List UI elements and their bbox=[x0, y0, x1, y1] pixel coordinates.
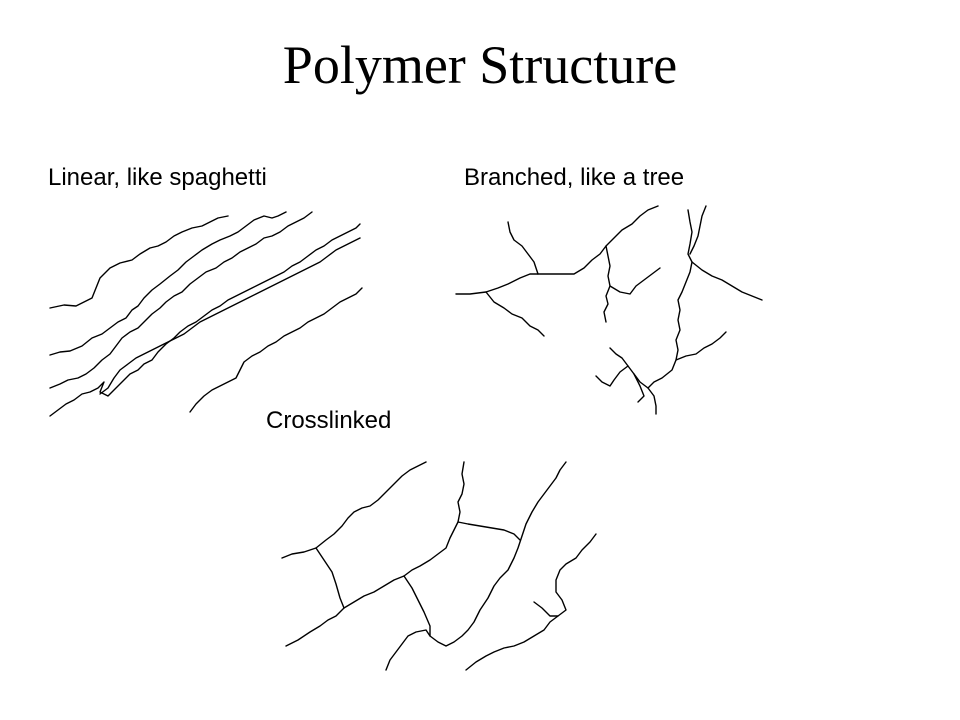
branch-c bbox=[603, 245, 611, 323]
crosslinked-polymer-diagram bbox=[281, 461, 597, 671]
branch-i bbox=[609, 347, 649, 389]
linear-chain-6 bbox=[189, 287, 363, 413]
branch-g bbox=[691, 261, 763, 301]
linear-chain-5 bbox=[99, 237, 361, 395]
crosslinked-label: Crosslinked bbox=[266, 407, 392, 434]
branch-f bbox=[689, 205, 707, 255]
branch-k bbox=[633, 373, 645, 403]
cross-chain-4 bbox=[457, 521, 521, 541]
linear-chain-1 bbox=[49, 215, 229, 309]
branched-label: Branched, like a tree bbox=[464, 164, 685, 191]
cross-chain-2 bbox=[285, 461, 465, 647]
linear-chain-4 bbox=[49, 223, 361, 417]
linear-label: Linear, like spaghetti bbox=[48, 164, 267, 191]
branch-a bbox=[485, 291, 545, 337]
linear-chain-2 bbox=[49, 211, 287, 356]
branch-b bbox=[507, 221, 539, 275]
branch-d bbox=[609, 267, 661, 295]
cross-chain-3 bbox=[385, 461, 567, 671]
crosslink-3 bbox=[533, 601, 559, 617]
slide-title: Polymer Structure bbox=[282, 35, 678, 95]
branch-main bbox=[455, 205, 659, 295]
branched-polymer-diagram bbox=[455, 205, 763, 415]
branch-j bbox=[595, 365, 629, 387]
branch-h bbox=[675, 331, 727, 361]
cross-chain-1 bbox=[281, 461, 427, 559]
linear-polymer-diagram bbox=[49, 211, 363, 417]
crosslink-2 bbox=[403, 575, 431, 637]
crosslink-1 bbox=[315, 547, 345, 609]
linear-chain-3 bbox=[49, 211, 313, 389]
branch-e bbox=[647, 209, 693, 415]
